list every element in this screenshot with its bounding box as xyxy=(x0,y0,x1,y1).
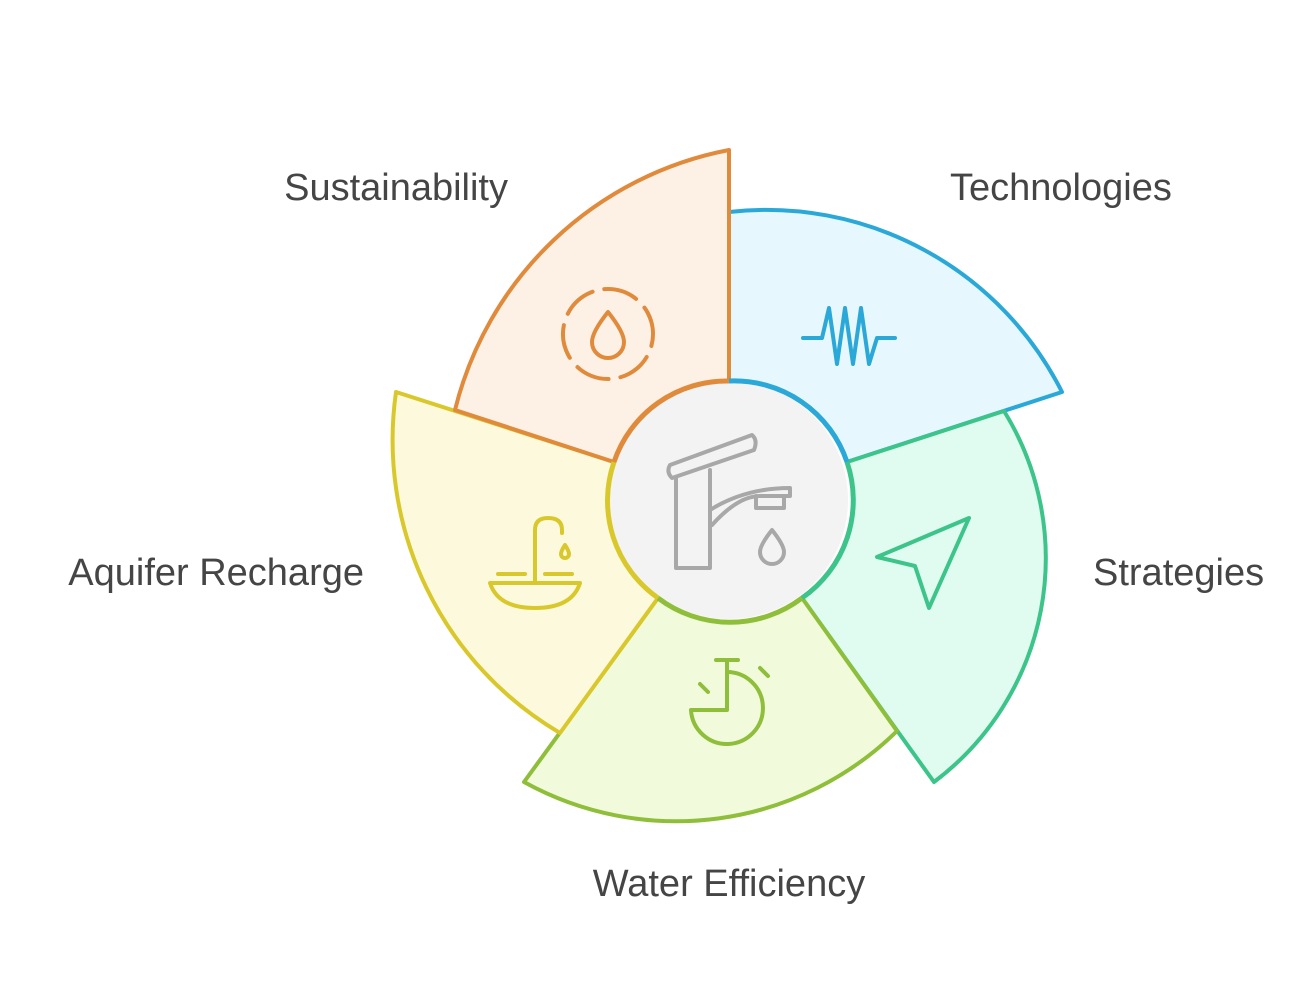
stopwatch-icon xyxy=(689,658,770,746)
fountain-basin-icon xyxy=(488,516,582,610)
label-strategies: Strategies xyxy=(1093,552,1264,594)
faucet-icon xyxy=(666,433,792,570)
water-drop-cycle-icon xyxy=(561,287,655,381)
label-technologies: Technologies xyxy=(950,167,1172,209)
label-sustainability: Sustainability xyxy=(284,167,508,209)
heartbeat-pulse-icon xyxy=(801,306,897,366)
label-aquifer-recharge: Aquifer Recharge xyxy=(68,552,364,594)
navigation-arrow-icon xyxy=(875,516,971,610)
label-water-efficiency: Water Efficiency xyxy=(593,863,865,905)
